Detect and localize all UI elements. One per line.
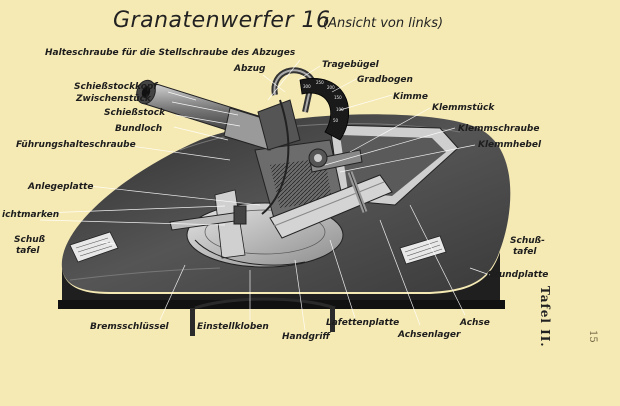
label-tragebuegel: Tragebügel — [322, 60, 379, 70]
page-title: Granatenwerfer 16 — [113, 8, 331, 33]
range-table-left — [69, 231, 119, 263]
leader-lines — [39, 59, 491, 331]
launcher-barrel — [136, 79, 301, 151]
label-schusstafel-left-2: tafel — [16, 246, 40, 256]
page-number: 15 — [587, 330, 598, 343]
label-anlegeplatte: Anlegeplatte — [28, 182, 94, 192]
traverse-scale — [194, 239, 306, 266]
label-klemmstueck: Klemmstück — [432, 103, 495, 113]
arc-scale-number: 200 — [327, 85, 335, 90]
label-klemmhebel: Klemmhebel — [478, 140, 542, 150]
label-schiessstock: Schießstock — [104, 108, 166, 118]
range-table-right — [399, 235, 447, 265]
label-klemmschraube: Klemmschraube — [458, 124, 540, 134]
arc-scale-number: 100 — [336, 107, 344, 112]
label-achse: Achse — [460, 318, 490, 328]
plate-number: Tafel II. — [538, 286, 552, 348]
label-handgriff: Handgriff — [282, 332, 330, 342]
label-lafettenplatte: Lafettenplatte — [326, 318, 400, 328]
arc-scale-number: 150 — [334, 95, 342, 100]
label-abzug: Abzug — [234, 64, 266, 74]
label-schusstafel-right-1: Schuß- — [510, 236, 545, 246]
label-bundloch: Bundloch — [115, 124, 163, 134]
label-halteschraube: Halteschraube für die Stellschraube des … — [45, 48, 296, 58]
brake-key — [169, 205, 247, 231]
label-schiessstockkopf: Schießstockkopf — [74, 82, 158, 92]
elevating-arm — [269, 174, 393, 239]
label-schusstafel-right-2: tafel — [513, 247, 537, 257]
label-grundplatte: Grundplatte — [487, 270, 549, 280]
label-fuehrungshalteschraube: Führungshalteschraube — [16, 140, 136, 150]
label-kimme: Kimme — [393, 92, 428, 102]
page-subtitle: (Ansicht von links) — [323, 16, 444, 31]
label-achsenlager: Achsenlager — [398, 330, 461, 340]
label-gradbogen: Gradbogen — [357, 75, 413, 85]
label-schusstafel-left-1: Schuß — [14, 235, 46, 245]
arc-scale-number: 250 — [316, 80, 324, 85]
label-zwischenstueck: Zwischenstück — [76, 94, 151, 104]
clamp-lever — [308, 148, 368, 213]
arc-scale-number: 50 — [333, 118, 339, 123]
label-einstellkloben: Einstellkloben — [197, 322, 269, 332]
label-bremsschluessel: Bremsschlüssel — [90, 322, 169, 332]
support-legs — [190, 297, 336, 336]
arc-scale-number: 300 — [303, 84, 311, 89]
label-richtmarken: ichtmarken — [2, 210, 60, 220]
